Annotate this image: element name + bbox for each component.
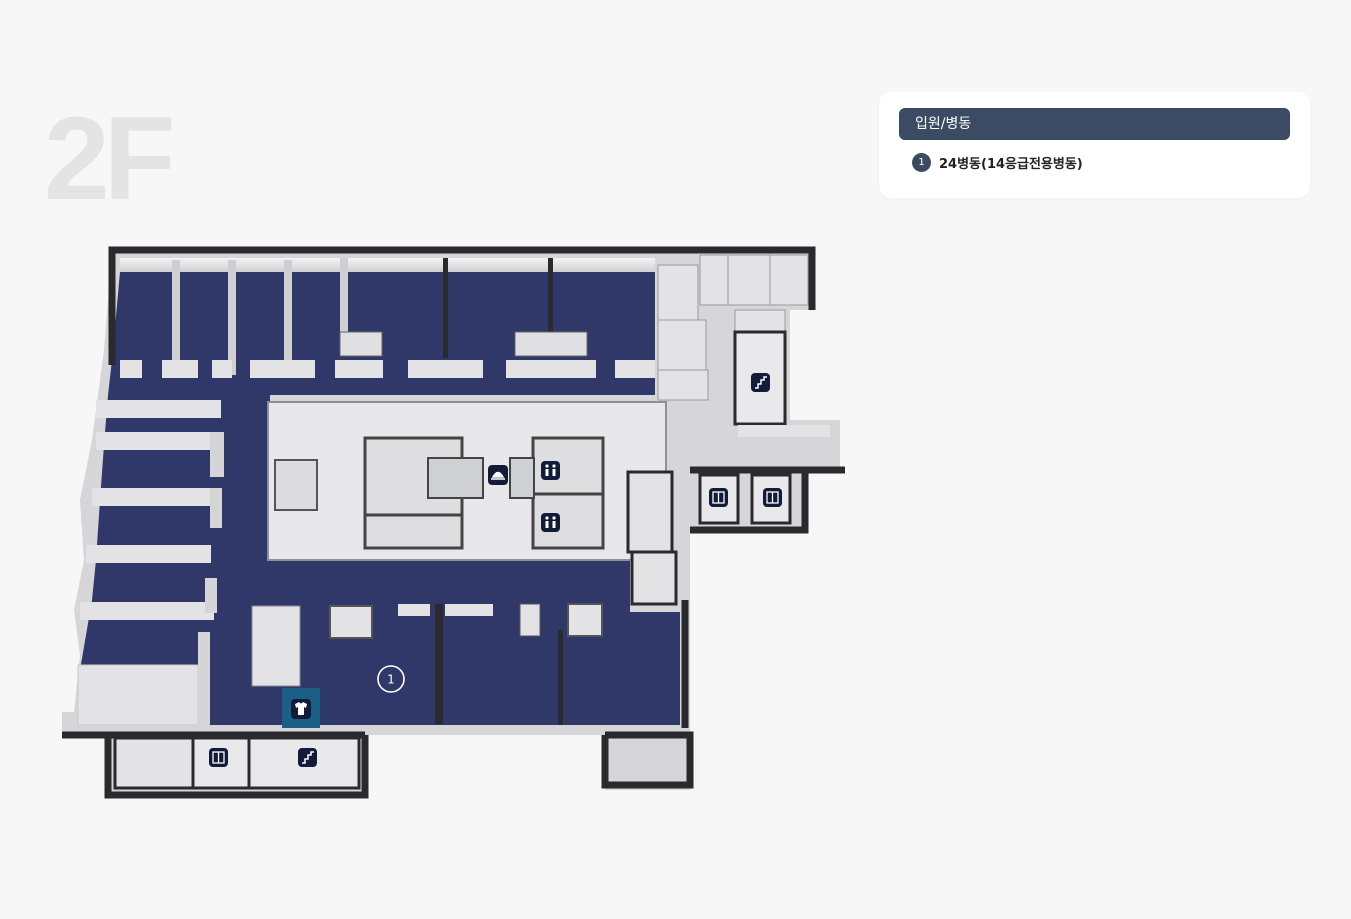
core-area	[267, 401, 667, 561]
legend-item-label: 24병동(14응급전용병동)	[939, 157, 1083, 172]
right-wing-rooms	[626, 254, 830, 606]
legend-panel: 입원/병동 1 24병동(14응급전용병동)	[879, 92, 1310, 198]
reception-icon[interactable]	[488, 465, 508, 485]
outer-walls	[62, 246, 845, 799]
ward-marker-1[interactable]: 1	[377, 665, 405, 693]
patient-rooms-top	[120, 258, 655, 378]
elevator-icon[interactable]	[709, 488, 728, 507]
legend-item-number: 1	[912, 153, 931, 172]
restroom-icon[interactable]	[541, 513, 560, 532]
elevator-icon[interactable]	[763, 488, 782, 507]
floor-label: 2F	[44, 93, 176, 225]
patient-rooms-left	[77, 400, 224, 726]
restroom-icon[interactable]	[541, 461, 560, 480]
stairs-icon[interactable]	[751, 373, 770, 392]
patient-rooms-bottom	[113, 603, 603, 790]
ward-marker-number: 1	[387, 673, 395, 687]
clothing-icon[interactable]	[291, 699, 311, 719]
legend-item-ward-24[interactable]: 1 24병동(14응급전용병동)	[912, 153, 1083, 172]
elevator-icon[interactable]	[209, 748, 228, 767]
legend-header: 입원/병동	[899, 108, 1290, 140]
stairs-icon[interactable]	[298, 748, 317, 767]
